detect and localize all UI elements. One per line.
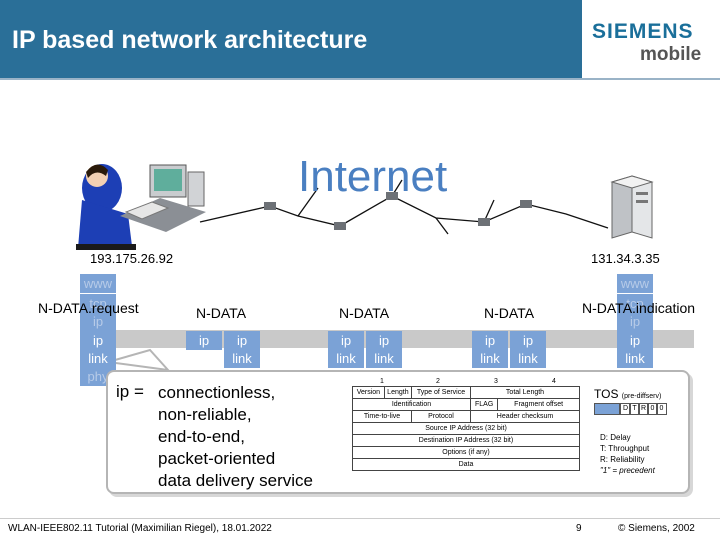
copyright: © Siemens, 2002	[618, 523, 695, 534]
ip-header-data: Data	[352, 458, 580, 471]
right-stack-tcp: tcp	[617, 294, 653, 313]
ndata-indication-label: N-DATA.indication	[582, 300, 696, 316]
router2-link-left: link	[328, 349, 364, 368]
ndata-label-router2: N-DATA	[339, 305, 390, 321]
ip-header-fragment-offset: Fragment offset	[497, 398, 580, 411]
ip-definition-line: connectionless,	[158, 383, 276, 402]
tos-field: D T R 0 0	[594, 403, 667, 415]
logo-line-mobile: mobile	[640, 44, 702, 65]
ip-header-byte-number: 4	[552, 378, 556, 385]
page-number: 9	[576, 523, 582, 534]
tos-flag: 0	[656, 403, 667, 415]
ndata-label-router1: N-DATA	[196, 305, 247, 321]
server-icon	[610, 175, 654, 239]
router-icons	[264, 192, 532, 230]
title-divider	[0, 78, 720, 80]
router2-link-right: link	[366, 349, 402, 368]
tos-title-text: TOS	[594, 387, 619, 401]
network-links	[199, 179, 609, 235]
left-stack-www: www	[80, 274, 116, 293]
tos-title: TOS (pre-diffserv)	[594, 387, 661, 401]
left-stack-tcp: tcp	[80, 294, 116, 313]
tos-legend-line: D: Delay	[600, 433, 631, 442]
tos-flag: T	[629, 403, 640, 415]
router1-ip-right: ip	[224, 331, 260, 350]
router3-ip-left: ip	[472, 331, 508, 350]
tos-flag: D	[620, 403, 631, 415]
ip-header-table: Version Length Type of Service Total Len…	[351, 386, 580, 471]
router2-ip-right: ip	[366, 331, 402, 350]
ip-header-version: Version	[352, 386, 385, 399]
ip-header-byte-number: 3	[494, 378, 498, 385]
left-stack-link: link	[80, 349, 116, 368]
ip-header-source: Source IP Address (32 bit)	[352, 422, 580, 435]
ip-header-byte-number: 2	[436, 378, 440, 385]
tos-legend-line: T: Throughput	[600, 444, 650, 453]
router2-ip-left: ip	[328, 331, 364, 350]
tos-legend: D: Delay T: Throughput R: Reliability "1…	[600, 432, 655, 476]
footer-caption: WLAN-IEEE802.11 Tutorial (Maximilian Rie…	[8, 523, 272, 534]
right-stack-ip: ip	[617, 331, 653, 350]
ip-header-checksum: Header checksum	[470, 410, 580, 423]
logo-line-siemens: SIEMENS	[592, 20, 694, 43]
right-stack-link: link	[617, 349, 653, 368]
user-at-computer-icon	[76, 164, 206, 250]
right-stack-www: www	[617, 274, 653, 293]
internet-label: Internet	[298, 152, 448, 201]
ip-definition-line: packet-oriented	[158, 449, 276, 468]
ndata-label-router3: N-DATA	[484, 305, 535, 321]
ip-header-identification: Identification	[351, 398, 472, 411]
ip-header-tos: Type of Service	[410, 386, 472, 399]
footer-divider	[0, 518, 720, 519]
ip-header-total-length: Total Length	[470, 386, 580, 399]
ip-header-ttl: Time-to-live	[352, 410, 412, 423]
page-title: IP based network architecture	[12, 26, 368, 54]
title-bar	[0, 0, 582, 78]
ip-header-byte-number: 1	[380, 378, 384, 385]
right-stack-ip-upper: ip	[617, 312, 653, 331]
ip-definition-text: connectionless, non-reliable, end-to-end…	[158, 382, 313, 492]
tos-subtitle: (pre-diffserv)	[621, 393, 662, 400]
ip-definition-line: data delivery service	[158, 471, 313, 490]
tos-legend-line: R: Reliability	[600, 455, 645, 464]
tos-legend-line: "1" = precedent	[600, 466, 655, 475]
client-address: 193.175.26.92	[90, 251, 174, 266]
ip-definition-label: ip =	[116, 382, 144, 401]
tos-flag: R	[638, 403, 649, 415]
ip-definition-line: end-to-end,	[158, 427, 245, 446]
siemens-mobile-logo: SIEMENS mobile	[582, 0, 720, 78]
router3-link-left: link	[472, 349, 508, 368]
left-stack-ip: ip	[80, 331, 116, 350]
server-address: 131.34.3.35	[591, 251, 660, 266]
router1-ip-left: ip	[186, 331, 222, 350]
tos-precedence-bits	[594, 403, 620, 415]
router3-link-right: link	[510, 349, 546, 368]
ip-definition-line: non-reliable,	[158, 405, 252, 424]
callout-pointer	[107, 348, 171, 372]
tos-flag: 0	[647, 403, 658, 415]
ip-header-flag: FLAG	[470, 398, 499, 411]
ip-header-options: Options (if any)	[352, 446, 580, 459]
router1-link-right: link	[224, 349, 260, 368]
ip-header-protocol: Protocol	[410, 410, 472, 423]
router3-ip-right: ip	[510, 331, 546, 350]
ip-header-destination: Destination IP Address (32 bit)	[352, 434, 580, 447]
ip-header-length: Length	[383, 386, 413, 399]
ndata-request-label: N-DATA.request	[38, 300, 139, 316]
left-stack-ip-upper: ip	[80, 312, 116, 331]
